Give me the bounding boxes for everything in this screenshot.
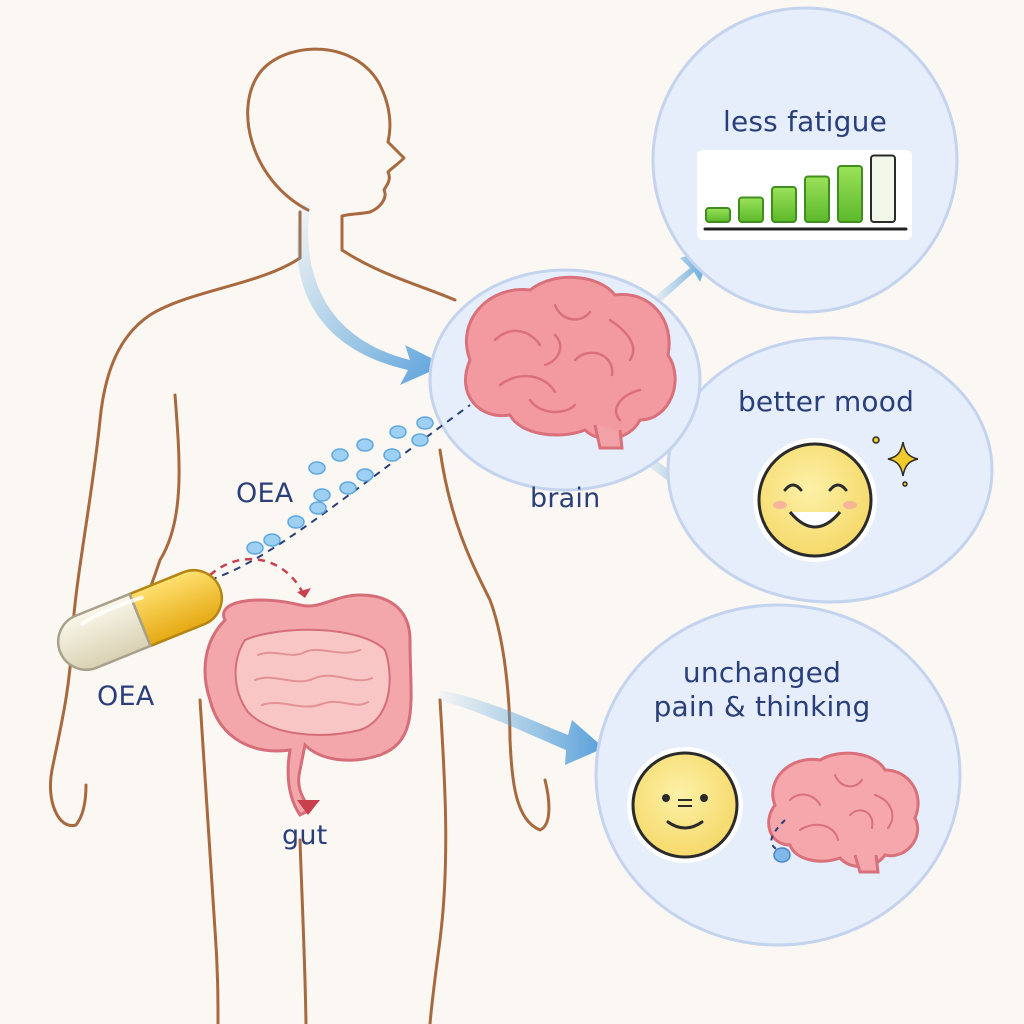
unchanged-label-line1: unchanged bbox=[682, 656, 842, 689]
oea-capsule-label: OEA bbox=[97, 681, 155, 712]
human-body-outline bbox=[48, 47, 551, 1024]
arrow-to-brain bbox=[296, 205, 445, 385]
neutral-face-icon bbox=[627, 747, 743, 863]
less-fatigue-label: less fatigue bbox=[722, 105, 888, 138]
fatigue-bar bbox=[771, 186, 797, 223]
small-brain-icon bbox=[767, 751, 920, 874]
fatigue-bar bbox=[705, 207, 731, 223]
gut-entry-arrowhead bbox=[297, 588, 311, 598]
sparkle-icon bbox=[872, 436, 919, 487]
brain-label: brain bbox=[530, 483, 601, 514]
arrow-to-unchanged bbox=[440, 690, 604, 765]
oea-particle-icon bbox=[773, 847, 791, 863]
fatigue-bar bbox=[870, 154, 896, 223]
fatigue-bar bbox=[738, 196, 764, 223]
face-to-brain-dotted-link bbox=[770, 819, 786, 853]
fatigue-bar-chart-icon bbox=[697, 150, 912, 240]
oea-particle-path bbox=[209, 404, 471, 581]
brain-icon bbox=[464, 275, 677, 450]
gut-label: gut bbox=[282, 820, 328, 851]
oea-capsule-icon bbox=[57, 569, 223, 671]
smiley-face-icon bbox=[753, 438, 877, 562]
capsule-to-gut-path bbox=[209, 557, 307, 599]
fatigue-bar bbox=[837, 165, 863, 223]
unchanged-label: unchanged pain & thinking bbox=[654, 656, 871, 723]
fatigue-bar bbox=[804, 175, 830, 223]
gut-icon bbox=[203, 593, 413, 817]
oea-path-label: OEA bbox=[236, 478, 294, 509]
better-mood-label: better mood bbox=[737, 385, 915, 418]
unchanged-label-line2: pain & thinking bbox=[653, 689, 871, 723]
